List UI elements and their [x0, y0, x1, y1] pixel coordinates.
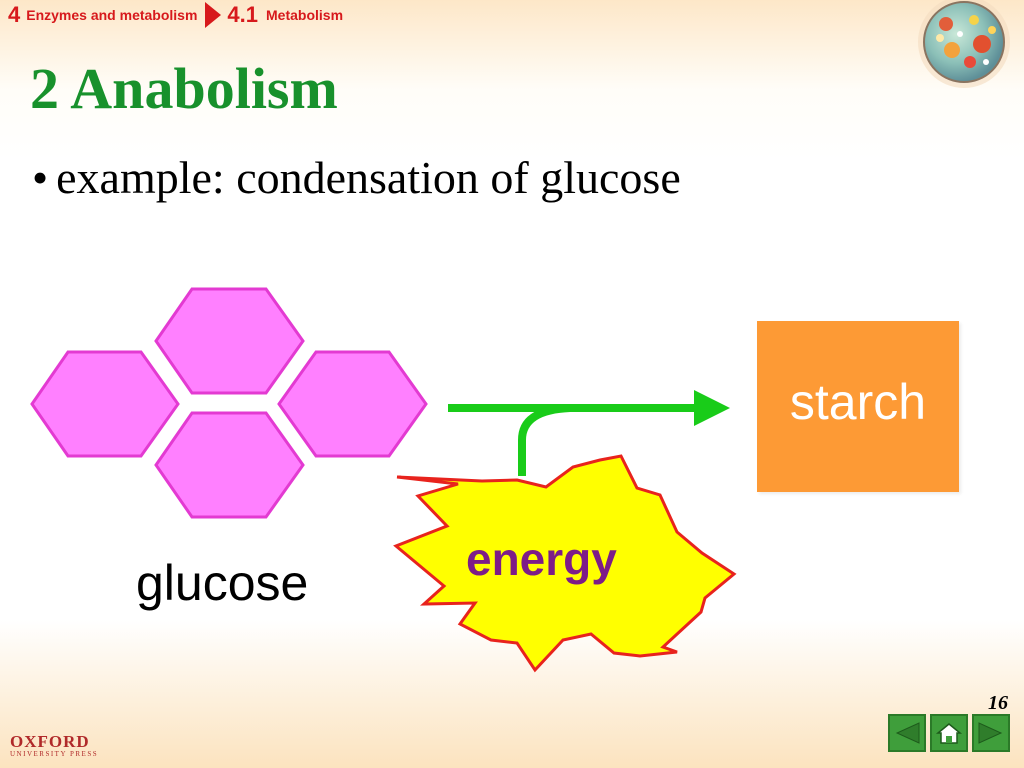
glucose-hexagon	[154, 411, 305, 519]
chapter-title: Enzymes and metabolism	[26, 7, 198, 23]
bullet-marker: •	[32, 152, 49, 203]
bullet-text: example: condensation of glucose	[56, 152, 681, 203]
publisher-name: OXFORD	[10, 732, 90, 751]
slide-navigation	[888, 714, 1010, 752]
glucose-hexagon	[154, 287, 305, 395]
reaction-arrow	[448, 390, 730, 476]
section-number: 4.1	[227, 2, 259, 27]
breadcrumb: 4 Enzymes and metabolism 4.1 Metabolism	[8, 2, 343, 28]
starch-label: starch	[789, 373, 927, 430]
glucose-label: glucose	[136, 555, 309, 611]
home-icon	[935, 723, 963, 744]
page-title: 2 Anabolism	[30, 56, 338, 121]
glucose-molecules	[30, 287, 428, 519]
chapter-number: 4	[8, 2, 21, 27]
next-slide-button[interactable]	[972, 714, 1010, 752]
glucose-hexagon	[277, 350, 428, 458]
previous-slide-button[interactable]	[888, 714, 926, 752]
cell-globe-icon	[918, 0, 1010, 88]
publisher-subtitle: UNIVERSITY PRESS	[10, 750, 99, 758]
energy-input-curve	[518, 404, 571, 476]
starch-box: starch	[757, 321, 959, 492]
back-arrow-icon	[895, 722, 920, 744]
arrow-head-icon	[694, 390, 730, 426]
energy-starburst-icon	[393, 454, 737, 673]
section-title: Metabolism	[266, 7, 344, 23]
page-number: 16	[988, 692, 1008, 714]
breadcrumb-arrow-icon	[205, 2, 222, 28]
bullet-item: •example: condensation of glucose	[32, 150, 681, 205]
energy-label: energy	[466, 533, 617, 585]
home-button[interactable]	[930, 714, 968, 752]
publisher-logo: OXFORD UNIVERSITY PRESS	[10, 733, 98, 758]
forward-arrow-icon	[978, 722, 1003, 744]
glucose-hexagon	[30, 350, 180, 458]
